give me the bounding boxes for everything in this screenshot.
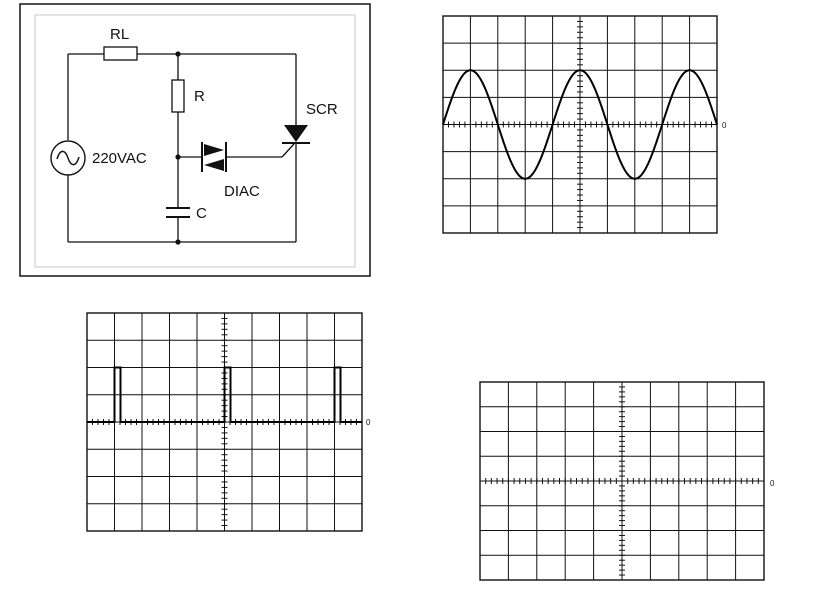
junction-dots — [175, 51, 181, 245]
diac-symbol — [201, 142, 227, 172]
scope2-pulse-trace — [87, 366, 362, 423]
r-label: R — [194, 88, 205, 105]
load-resistor-rl — [103, 46, 138, 61]
circuit-inner-frame — [34, 14, 356, 268]
scope2-zero-label: 0 — [366, 418, 371, 427]
ac-source-icon — [50, 140, 86, 176]
scr-label: SCR — [306, 101, 338, 118]
c-label: C — [196, 205, 207, 222]
diac-label: DIAC — [224, 183, 260, 200]
circuit-schematic: RL R 220VAC DIAC SCR C — [19, 3, 371, 277]
source-label: 220VAC — [92, 150, 147, 167]
resistor-r — [171, 79, 185, 113]
scope3-axis-ticks — [479, 381, 765, 581]
circuit-panel-frame — [19, 3, 371, 277]
capacitor-c — [166, 207, 190, 218]
scope2-axis-ticks — [86, 312, 363, 532]
circuit-wires — [67, 53, 297, 243]
rl-label: RL — [110, 26, 129, 43]
scope-source-voltage: 0 — [442, 15, 727, 234]
scr-symbol — [282, 125, 310, 144]
scope1-sine-trace — [442, 69, 718, 180]
scope1-zero-label: 0 — [722, 121, 727, 130]
scope-gate-pulses: 0 — [86, 312, 371, 532]
scope-output: 0 — [479, 381, 775, 581]
scope3-zero-label: 0 — [770, 479, 775, 488]
